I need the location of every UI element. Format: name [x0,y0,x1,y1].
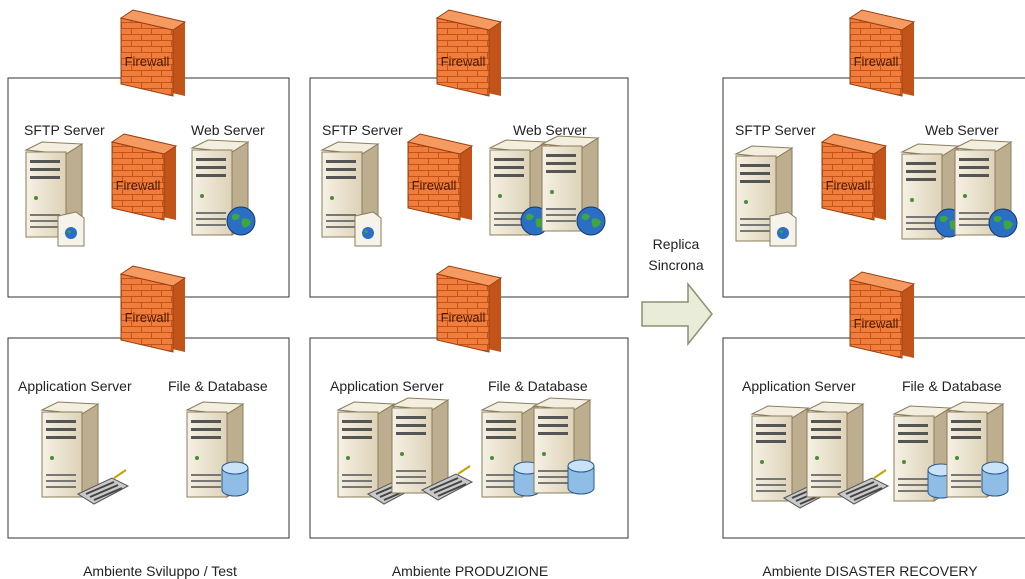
web-server-label: Web Server [925,122,999,138]
environment-produzione: Firewall SFTP Server Web Server Firewall… [309,9,629,579]
environment-disaster-recovery: Firewall SFTP Server Web Server Firewall… [722,9,1025,579]
file-database-label: File & Database [902,378,1002,394]
svg-text:Firewall: Firewall [412,178,457,193]
svg-text:Firewall: Firewall [826,178,871,193]
svg-text:Firewall: Firewall [125,310,170,325]
firewall-icon: Firewall [436,9,502,97]
environment-caption: Ambiente DISASTER RECOVERY [762,563,978,579]
arrow-right-icon [641,281,713,347]
firewall-icon: Firewall [849,271,915,359]
svg-text:Firewall: Firewall [854,54,899,69]
svg-text:Firewall: Firewall [441,310,486,325]
replication-arrow: Replica Sincrona [641,236,713,347]
firewall-icon: Firewall [436,265,502,353]
application-server-icon [337,401,395,498]
environment-caption: Ambiente Sviluppo / Test [83,563,237,579]
environment-sviluppo-test: Firewall SFTP Server Web Server Firewall… [7,9,290,579]
firewall-icon: Firewall [120,265,186,353]
application-server-icon [391,397,449,494]
application-server-icon [41,401,99,498]
svg-text:Firewall: Firewall [441,54,486,69]
disk-icon [981,461,1009,497]
firewall-icon: Firewall [111,133,177,221]
replication-label-line1: Replica [653,236,700,252]
disk-icon [567,459,595,495]
firewall-icon: Firewall [821,133,887,221]
firewall-icon: Firewall [120,9,186,97]
file-database-label: File & Database [488,378,588,394]
file-database-label: File & Database [168,378,268,394]
application-server-label: Application Server [18,378,132,394]
svg-text:Firewall: Firewall [854,316,899,331]
firewall-icon: Firewall [407,133,473,221]
document-icon [57,211,85,247]
globe-icon [226,206,256,236]
environment-caption: Ambiente PRODUZIONE [392,563,548,579]
sftp-server-label: SFTP Server [322,122,403,138]
disk-icon [221,461,249,497]
application-server-label: Application Server [330,378,444,394]
web-server-label: Web Server [513,122,587,138]
web-server-label: Web Server [191,122,265,138]
application-server-label: Application Server [742,378,856,394]
sftp-server-label: SFTP Server [735,122,816,138]
document-icon [769,211,797,247]
firewall-icon: Firewall [849,9,915,97]
globe-icon [576,206,606,236]
application-server-icon [751,405,809,502]
globe-icon [988,208,1018,238]
document-icon [354,211,382,247]
application-server-icon [806,401,864,498]
replication-label-line2: Sincrona [648,257,703,273]
svg-text:Firewall: Firewall [116,178,161,193]
sftp-server-label: SFTP Server [24,122,105,138]
svg-text:Firewall: Firewall [125,54,170,69]
